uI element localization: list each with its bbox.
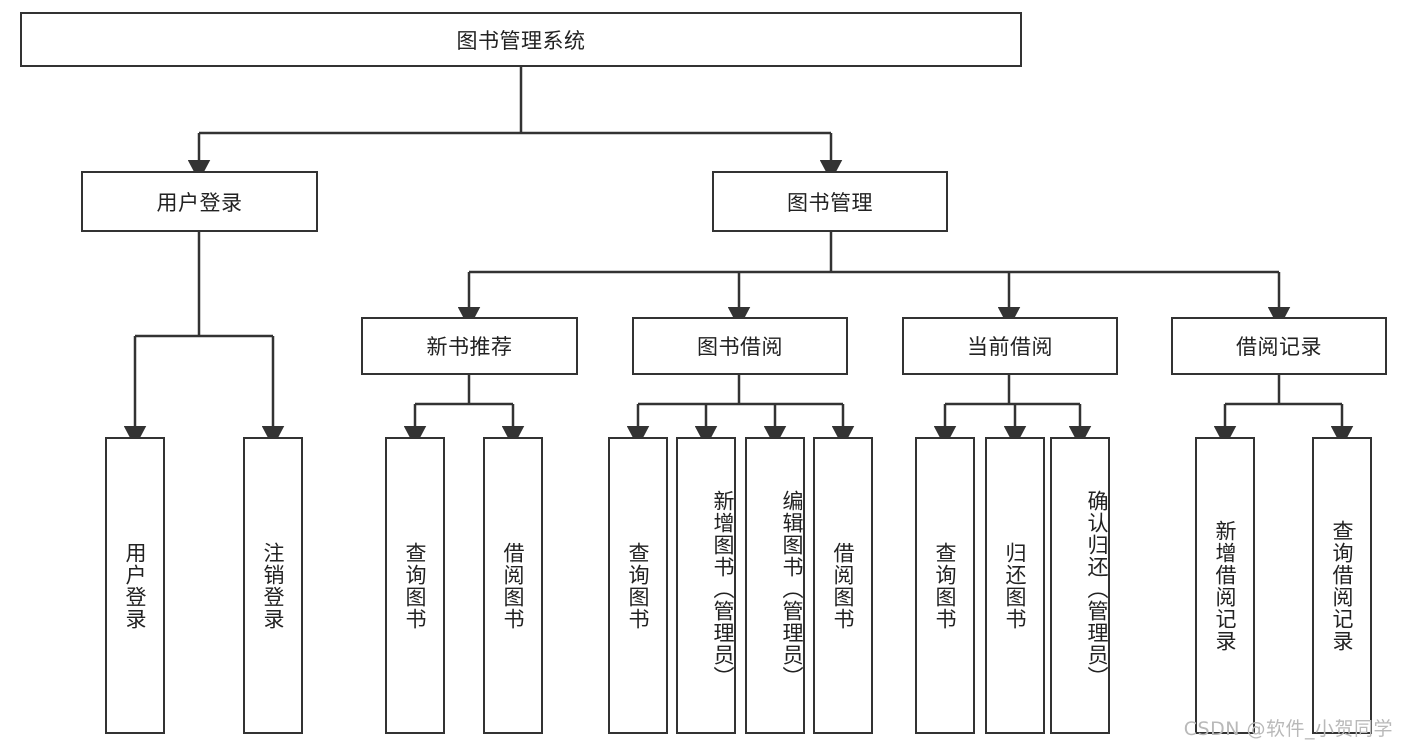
node-new-book-recommend[interactable]: 新书推荐 bbox=[361, 317, 578, 375]
leaf-borrow-book-2-label: 借阅图书 bbox=[831, 541, 856, 630]
leaf-return-book-label: 归还图书 bbox=[1003, 541, 1028, 630]
node-new-book-recommend-label: 新书推荐 bbox=[426, 335, 513, 359]
node-current-borrow[interactable]: 当前借阅 bbox=[902, 317, 1118, 375]
leaf-borrow-book-1[interactable]: 借阅图书 bbox=[483, 437, 543, 734]
leaf-query-book-2-label: 查询图书 bbox=[626, 541, 651, 630]
leaf-confirm-return-label: 确认归还（管理员） bbox=[1085, 489, 1109, 688]
leaf-confirm-return[interactable]: 确认归还（管理员） bbox=[1050, 437, 1110, 734]
leaf-query-record-label: 查询借阅记录 bbox=[1330, 519, 1355, 652]
node-borrow-record[interactable]: 借阅记录 bbox=[1171, 317, 1387, 375]
leaf-add-record[interactable]: 新增借阅记录 bbox=[1195, 437, 1255, 734]
node-book-management[interactable]: 图书管理 bbox=[712, 171, 948, 232]
leaf-user-login[interactable]: 用户登录 bbox=[105, 437, 165, 734]
leaf-add-record-label: 新增借阅记录 bbox=[1213, 519, 1238, 652]
leaf-edit-book[interactable]: 编辑图书（管理员） bbox=[745, 437, 805, 734]
leaf-edit-book-label: 编辑图书（管理员） bbox=[780, 489, 804, 688]
leaf-borrow-book-2[interactable]: 借阅图书 bbox=[813, 437, 873, 734]
leaf-user-login-label: 用户登录 bbox=[123, 541, 148, 630]
leaf-query-book-1[interactable]: 查询图书 bbox=[385, 437, 445, 734]
leaf-add-book-label: 新增图书（管理员） bbox=[711, 489, 735, 688]
watermark-text: CSDN @软件_小贺同学 bbox=[1183, 718, 1393, 740]
leaf-query-book-3[interactable]: 查询图书 bbox=[915, 437, 975, 734]
leaf-logout-login-label: 注销登录 bbox=[261, 541, 286, 630]
node-user-login[interactable]: 用户登录 bbox=[81, 171, 318, 232]
leaf-logout-login[interactable]: 注销登录 bbox=[243, 437, 303, 734]
leaf-query-book-1-label: 查询图书 bbox=[403, 541, 428, 630]
node-current-borrow-label: 当前借阅 bbox=[967, 335, 1053, 359]
node-borrow-record-label: 借阅记录 bbox=[1236, 335, 1322, 359]
node-root[interactable]: 图书管理系统 bbox=[20, 12, 1022, 67]
node-book-borrow-label: 图书借阅 bbox=[697, 335, 783, 359]
node-book-management-label: 图书管理 bbox=[787, 190, 873, 215]
leaf-query-book-3-label: 查询图书 bbox=[933, 541, 958, 630]
node-book-borrow[interactable]: 图书借阅 bbox=[632, 317, 848, 375]
node-user-login-label: 用户登录 bbox=[156, 190, 243, 215]
node-root-label: 图书管理系统 bbox=[456, 28, 586, 53]
leaf-query-record[interactable]: 查询借阅记录 bbox=[1312, 437, 1372, 734]
leaf-borrow-book-1-label: 借阅图书 bbox=[501, 541, 526, 630]
leaf-return-book[interactable]: 归还图书 bbox=[985, 437, 1045, 734]
leaf-add-book[interactable]: 新增图书（管理员） bbox=[676, 437, 736, 734]
leaf-query-book-2[interactable]: 查询图书 bbox=[608, 437, 668, 734]
